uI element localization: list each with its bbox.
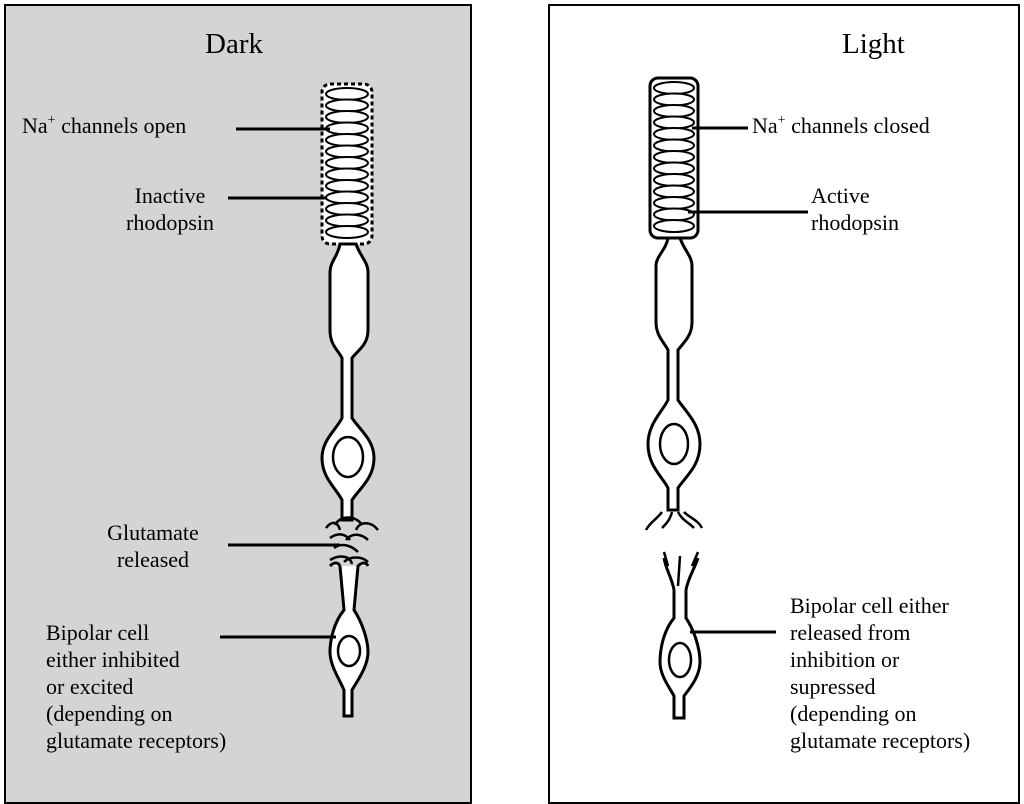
rhodopsin-disc [654, 163, 694, 175]
dark-na-channels-label: Na+ channels open [22, 112, 186, 143]
dark-panel-title: Dark [205, 28, 263, 61]
rhodopsin-disc [326, 123, 368, 135]
rhodopsin-disc [326, 226, 368, 238]
rhodopsin-disc [326, 192, 368, 204]
rhodopsin-disc [654, 82, 694, 94]
light-cell-body [648, 238, 700, 510]
rhodopsin-disc [654, 151, 694, 163]
light-na-superscript: + [778, 113, 786, 128]
light-rhodopsin-line-1: Active [811, 182, 899, 209]
rhodopsin-disc [654, 117, 694, 129]
light-rhodopsin-discs [654, 82, 694, 232]
dark-bipolar-cell [330, 563, 368, 716]
dark-rhodopsin-line-1: Inactive [112, 182, 228, 209]
light-synaptic-terminal [646, 512, 702, 530]
dark-glutamate-label: Glutamate released [88, 519, 218, 573]
light-bipolar-line-2: released from [790, 619, 970, 646]
rhodopsin-disc [654, 186, 694, 198]
dark-bipolar-label: Bipolar cell either inhibited or excited… [46, 619, 226, 754]
rhodopsin-disc [654, 140, 694, 152]
rhodopsin-disc [326, 180, 368, 192]
light-bipolar-label: Bipolar cell either released from inhibi… [790, 592, 970, 754]
light-na-suffix: channels closed [786, 113, 930, 138]
dark-na-prefix: Na [22, 113, 48, 138]
rhodopsin-disc [326, 169, 368, 181]
dark-rhodopsin-discs [326, 88, 368, 238]
light-bipolar-line-5: (depending on [790, 700, 970, 727]
rhodopsin-disc [326, 215, 368, 227]
rhodopsin-disc [654, 105, 694, 117]
rhodopsin-disc [654, 174, 694, 186]
light-bipolar-line-1: Bipolar cell either [790, 592, 970, 619]
light-na-channels-label: Na+ channels closed [752, 112, 930, 143]
dark-glutamate-line-1: Glutamate [88, 519, 218, 546]
light-bipolar-line-6: glutamate receptors) [790, 727, 970, 754]
dark-synaptic-terminal [326, 518, 378, 565]
dark-na-superscript: + [48, 113, 56, 128]
dark-bipolar-line-3: or excited [46, 673, 226, 700]
rhodopsin-disc [326, 157, 368, 169]
rhodopsin-disc [326, 88, 368, 100]
light-bipolar-line-4: supressed [790, 673, 970, 700]
rhodopsin-disc [654, 220, 694, 232]
dark-rhodopsin-line-2: rhodopsin [112, 209, 228, 236]
light-rhodopsin-line-2: rhodopsin [811, 209, 899, 236]
rhodopsin-disc [654, 94, 694, 106]
rhodopsin-disc [654, 197, 694, 209]
rhodopsin-disc [654, 128, 694, 140]
rhodopsin-disc [326, 100, 368, 112]
light-panel-title: Light [842, 28, 905, 61]
dark-na-suffix: channels open [56, 113, 187, 138]
light-rod-cell [646, 78, 702, 718]
light-rhodopsin-label: Active rhodopsin [811, 182, 899, 236]
light-bipolar-cell [660, 558, 700, 718]
rhodopsin-disc [326, 111, 368, 123]
light-na-prefix: Na [752, 113, 778, 138]
rhodopsin-disc [654, 209, 694, 221]
dark-glutamate-line-2: released [88, 546, 218, 573]
dark-rod-cell [322, 84, 378, 716]
dark-bipolar-line-2: either inhibited [46, 646, 226, 673]
dark-bipolar-line-5: glutamate receptors) [46, 727, 226, 754]
dark-bipolar-line-1: Bipolar cell [46, 619, 226, 646]
light-bipolar-line-3: inhibition or [790, 646, 970, 673]
rhodopsin-disc [326, 134, 368, 146]
dark-bipolar-line-4: (depending on [46, 700, 226, 727]
dark-cell-body [322, 244, 374, 520]
rhodopsin-disc [326, 146, 368, 158]
rhodopsin-disc [326, 203, 368, 215]
dark-rhodopsin-label: Inactive rhodopsin [112, 182, 228, 236]
